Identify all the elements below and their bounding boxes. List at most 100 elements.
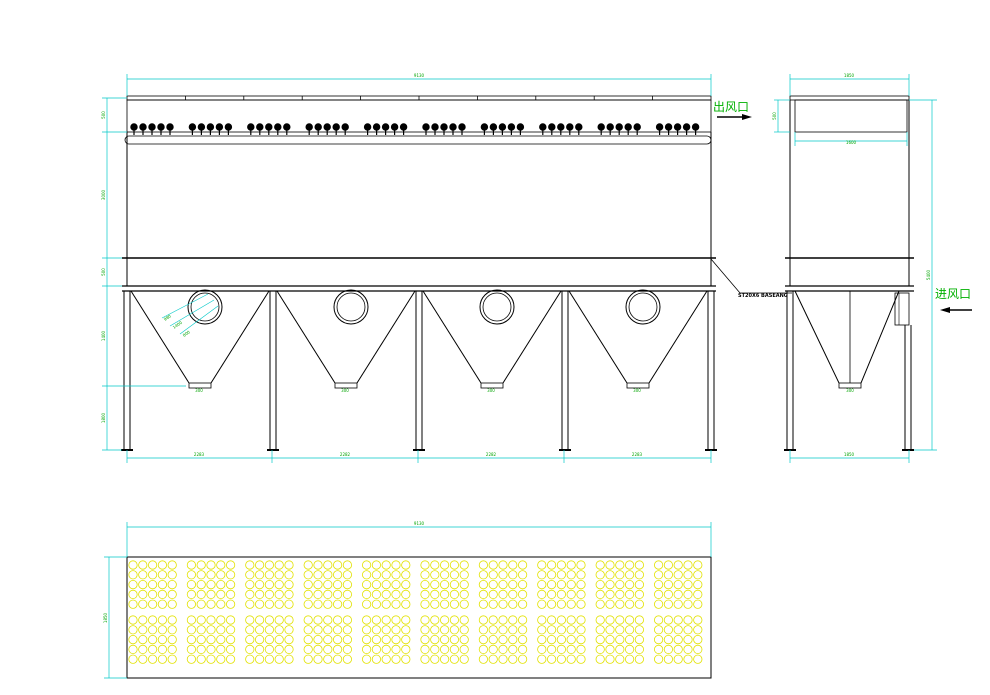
- filter-bag: [459, 634, 469, 645]
- pulse-valve: [166, 123, 174, 135]
- dim-outlet-2: 300: [341, 388, 349, 393]
- filter-bag: [148, 634, 158, 645]
- filter-bag: [634, 644, 645, 655]
- filter-bag: [303, 570, 313, 580]
- hopper-outlet: [334, 382, 358, 389]
- filter-bag: [148, 625, 158, 635]
- filter-bag: [439, 579, 450, 590]
- dim-side-total: 5400: [926, 269, 931, 280]
- side-inlet-duct: [894, 292, 910, 326]
- filter-bag: [537, 599, 547, 609]
- filter-bag: [556, 589, 567, 600]
- filter-bag: [615, 579, 625, 590]
- filter-bag: [371, 615, 381, 625]
- filter-bag: [546, 654, 557, 664]
- filter-bag: [683, 615, 693, 625]
- filter-bag: [371, 599, 381, 609]
- dim-bay-3: 2282: [486, 452, 497, 457]
- filter-bag: [478, 625, 488, 635]
- pulse-valve: [305, 123, 313, 135]
- filter-bag: [430, 579, 440, 590]
- filter-bag: [693, 589, 703, 600]
- filter-bag: [401, 589, 411, 600]
- filter-bag: [517, 599, 528, 609]
- filter-bag: [508, 589, 518, 600]
- filter-bag: [478, 654, 488, 664]
- filter-bag: [420, 634, 430, 645]
- filter-bag: [157, 599, 167, 609]
- filter-bag: [332, 579, 343, 590]
- filter-bag: [264, 615, 274, 625]
- pulse-valve: [265, 123, 273, 135]
- filter-bag: [361, 644, 372, 655]
- filter-bag: [342, 560, 352, 570]
- filter-bag: [653, 570, 664, 580]
- filter-bag: [371, 625, 381, 635]
- dim-bay-1: 2283: [194, 452, 205, 457]
- filter-bag: [576, 579, 586, 590]
- filter-bag: [595, 625, 605, 635]
- filter-bag: [605, 570, 615, 580]
- filter-bag: [663, 599, 674, 609]
- filter-bag: [391, 615, 401, 625]
- filter-bag: [556, 644, 567, 655]
- dimension-lines: [102, 74, 937, 679]
- filter-bag: [381, 579, 391, 590]
- filter-bag: [401, 560, 411, 570]
- filter-bag: [566, 615, 576, 625]
- filter-bag: [653, 589, 664, 600]
- filter-bag: [624, 599, 635, 609]
- filter-bag: [430, 644, 440, 655]
- filter-bag: [361, 625, 372, 635]
- filter-bag: [508, 560, 518, 570]
- filter-bag: [216, 615, 226, 625]
- filter-bag: [284, 570, 294, 580]
- filter-bag: [157, 570, 167, 580]
- dim-inlet-a: 980: [163, 313, 172, 322]
- filter-bag: [303, 625, 313, 635]
- filter-bag: [653, 634, 664, 645]
- pulse-valve: [399, 123, 408, 135]
- pulse-valve: [332, 123, 340, 135]
- filter-bag: [128, 625, 138, 635]
- filter-bag: [381, 625, 391, 635]
- filter-bag: [148, 579, 158, 590]
- filter-bag: [566, 599, 576, 609]
- filter-bag: [226, 570, 236, 580]
- dim-outlet-1: 300: [195, 388, 203, 393]
- filter-bag: [508, 579, 518, 590]
- filter-bag: [576, 625, 586, 635]
- filter-bag: [284, 560, 294, 570]
- filter-bag: [381, 615, 391, 625]
- filter-bag: [653, 644, 664, 655]
- filter-bag: [361, 634, 372, 645]
- filter-bag: [420, 579, 430, 590]
- filter-bag: [332, 570, 343, 580]
- filter-bag: [663, 560, 674, 570]
- filter-bag: [128, 579, 138, 590]
- filter-bag: [663, 625, 674, 635]
- filter-bag: [216, 570, 226, 580]
- filter-bag: [332, 654, 343, 664]
- filter-bag: [624, 625, 635, 635]
- filter-bag: [634, 634, 645, 645]
- filter-bag: [478, 560, 488, 570]
- hopper-bay: [130, 289, 270, 389]
- filter-bag: [663, 579, 674, 590]
- filter-bag: [216, 654, 226, 664]
- filter-bag: [595, 570, 605, 580]
- filter-bag: [615, 644, 625, 655]
- filter-bag: [148, 570, 158, 580]
- filter-bag: [576, 560, 586, 570]
- filter-bag: [615, 625, 625, 635]
- pulse-valve: [283, 123, 291, 135]
- filter-bag: [186, 589, 196, 600]
- filter-bag: [264, 589, 274, 600]
- filter-bag: [430, 599, 440, 609]
- pulse-valve: [314, 123, 322, 135]
- pulse-valve: [341, 123, 349, 135]
- filter-bag: [371, 570, 381, 580]
- filter-bag: [420, 570, 430, 580]
- filter-bag: [313, 589, 323, 600]
- filter-bag: [284, 599, 294, 609]
